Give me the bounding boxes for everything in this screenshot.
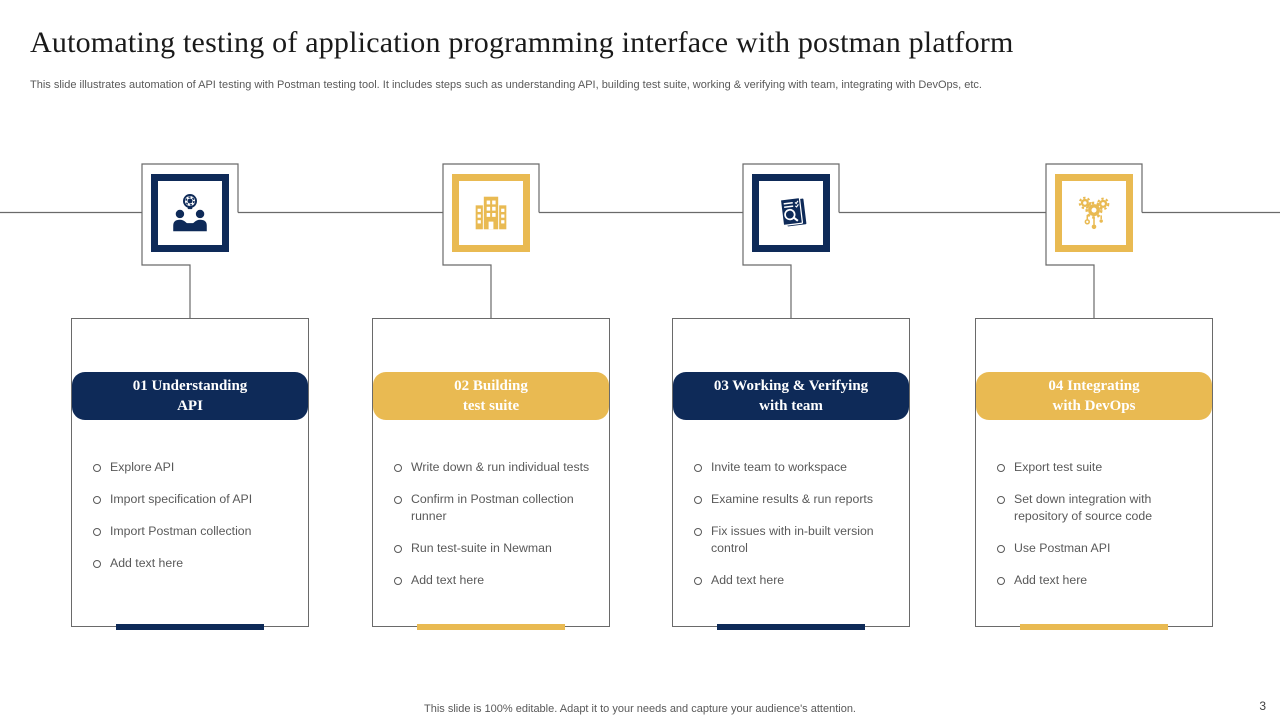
footer-note: This slide is 100% editable. Adapt it to… xyxy=(424,703,856,715)
slide-subtitle: This slide illustrates automation of API… xyxy=(30,79,982,91)
list-item: Run test-suite in Newman xyxy=(391,540,601,557)
card-accent-bar xyxy=(1020,624,1168,630)
step1-title-line2: API xyxy=(177,398,203,414)
step1-card: 01 Understanding API Explore API Import … xyxy=(71,318,309,630)
bullet-text: Add text here xyxy=(110,556,184,570)
bullet-icon xyxy=(997,464,1005,472)
bullet-text: Import specification of API xyxy=(110,492,253,506)
bullet-text: Write down & run individual tests xyxy=(411,460,590,474)
bullet-text: Confirm in Postman collection runner xyxy=(411,492,574,523)
step1-title-line1: 01 Understanding xyxy=(132,378,248,394)
list-item: Add text here xyxy=(691,572,901,589)
step2-title-line1: 02 Building xyxy=(454,378,528,394)
step3-icon-box xyxy=(752,174,830,252)
page-number: 3 xyxy=(1259,699,1266,713)
bullet-icon xyxy=(394,577,402,585)
list-item: Add text here xyxy=(90,555,300,572)
list-item: Add text here xyxy=(391,572,601,589)
card-accent-bar xyxy=(417,624,565,630)
step3-title-line2: with team xyxy=(759,398,823,414)
bullet-text: Import Postman collection xyxy=(110,524,252,538)
bullet-text: Set down integration with repository of … xyxy=(1014,492,1153,523)
list-item: Import specification of API xyxy=(90,491,300,508)
list-item: Confirm in Postman collection runner xyxy=(391,491,601,525)
bullet-icon xyxy=(93,528,101,536)
bullet-text: Run test-suite in Newman xyxy=(411,541,552,555)
step4-bullet-list: Export test suite Set down integration w… xyxy=(994,459,1204,604)
bullet-icon xyxy=(394,464,402,472)
step4-title-badge: 04 Integrating with DevOps xyxy=(976,372,1212,420)
bullet-icon xyxy=(694,464,702,472)
page-title: Automating testing of application progra… xyxy=(30,26,1014,59)
bullet-text: Fix issues with in-built version control xyxy=(711,524,874,555)
step2-title-line2: test suite xyxy=(462,398,520,414)
step1-title-badge: 01 Understanding API xyxy=(72,372,308,420)
step2-bullet-list: Write down & run individual tests Confir… xyxy=(391,459,601,604)
step3-card: 03 Working & Verifying with team Invite … xyxy=(672,318,910,630)
list-item: Export test suite xyxy=(994,459,1204,476)
list-item: Examine results & run reports xyxy=(691,491,901,508)
list-item: Use Postman API xyxy=(994,540,1204,557)
bullet-text: Add text here xyxy=(711,573,785,587)
step1-bullet-list: Explore API Import specification of API … xyxy=(90,459,300,587)
card-accent-bar xyxy=(717,624,865,630)
step1-icon-box xyxy=(151,174,229,252)
bullet-text: Add text here xyxy=(411,573,485,587)
bullet-icon xyxy=(694,577,702,585)
step4-icon-box xyxy=(1055,174,1133,252)
bullet-text: Invite team to workspace xyxy=(711,460,848,474)
bullet-icon xyxy=(997,496,1005,504)
list-item: Explore API xyxy=(90,459,300,476)
step4-title-line1: 04 Integrating xyxy=(1048,378,1140,394)
list-item: Invite team to workspace xyxy=(691,459,901,476)
bullet-icon xyxy=(997,545,1005,553)
bullet-icon xyxy=(394,496,402,504)
bullet-icon xyxy=(93,496,101,504)
bullet-icon xyxy=(694,496,702,504)
partnership-idea-icon xyxy=(173,194,207,232)
bullet-text: Use Postman API xyxy=(1014,541,1111,555)
bullet-icon xyxy=(694,528,702,536)
step3-title-badge: 03 Working & Verifying with team xyxy=(673,372,909,420)
step2-icon-box xyxy=(452,174,530,252)
bullet-text: Export test suite xyxy=(1014,460,1103,474)
building-icon xyxy=(475,196,507,230)
step4-title-line2: with DevOps xyxy=(1052,398,1136,414)
bullet-icon xyxy=(997,577,1005,585)
step4-card: 04 Integrating with DevOps Export test s… xyxy=(975,318,1213,630)
list-item: Add text here xyxy=(994,572,1204,589)
gears-devops-icon xyxy=(1078,196,1110,230)
list-item: Set down integration with repository of … xyxy=(994,491,1204,525)
list-item: Import Postman collection xyxy=(90,523,300,540)
step2-title-badge: 02 Building test suite xyxy=(373,372,609,420)
list-item: Write down & run individual tests xyxy=(391,459,601,476)
bullet-icon xyxy=(394,545,402,553)
step2-card: 02 Building test suite Write down & run … xyxy=(372,318,610,630)
list-item: Fix issues with in-built version control xyxy=(691,523,901,557)
card-accent-bar xyxy=(116,624,264,630)
bullet-text: Explore API xyxy=(110,460,175,474)
bullet-icon xyxy=(93,560,101,568)
bullet-text: Add text here xyxy=(1014,573,1088,587)
bullet-text: Examine results & run reports xyxy=(711,492,873,506)
step3-title-line1: 03 Working & Verifying xyxy=(713,378,869,394)
bullet-icon xyxy=(93,464,101,472)
step3-bullet-list: Invite team to workspace Examine results… xyxy=(691,459,901,604)
document-search-icon xyxy=(779,196,807,227)
